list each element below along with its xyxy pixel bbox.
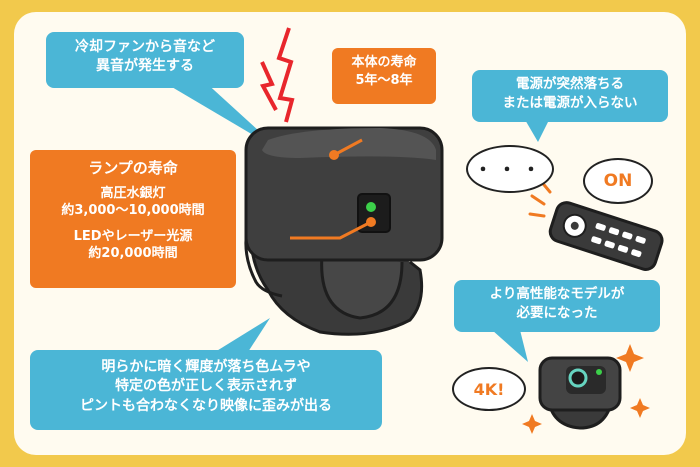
sparkle-icon <box>522 344 650 434</box>
noise-callout: 冷却ファンから音など 異音が発生する <box>46 32 244 88</box>
remote-control-icon <box>548 201 664 271</box>
upgrade-callout: より高性能なモデルが 必要になった <box>454 280 660 332</box>
upgrade-callout-tail <box>492 330 528 362</box>
mercury-lamp-hours: 約3,000〜10,000時間 <box>61 203 205 219</box>
body-life-callout: 本体の寿命 5年〜8年 <box>332 48 436 104</box>
power-callout-tail <box>524 118 550 142</box>
on-bubble: ON <box>583 158 653 204</box>
body-life-connector <box>333 138 363 157</box>
lamp-connector <box>290 220 372 240</box>
lamp-life-heading: ランプの寿命 <box>88 159 178 177</box>
upgrade-callout-line2: 必要になった <box>516 304 598 321</box>
lightning-icon <box>259 27 295 123</box>
image-quality-callout: 明らかに暗く輝度が落ち色ムラや 特定の色が正しく表示されず ピントも合わなくなり… <box>30 350 382 430</box>
thinking-bubble: ・・・ <box>466 145 554 193</box>
power-callout-line1: 電源が突然落ちる <box>516 76 624 92</box>
led-laser-label: LEDやレーザー光源 <box>73 228 193 244</box>
image-callout-line1: 明らかに暗く輝度が落ち色ムラや <box>101 359 311 375</box>
body-life-years: 5年〜8年 <box>355 72 413 88</box>
upgrade-callout-line1: より高性能なモデルが <box>489 286 625 302</box>
resolution-bubble: 4K! <box>452 367 526 411</box>
led-laser-hours: 約20,000時間 <box>88 246 178 262</box>
body-life-label: 本体の寿命 <box>351 55 417 70</box>
mercury-lamp-label: 高圧水銀灯 <box>100 185 166 201</box>
power-callout: 電源が突然落ちる または電源が入らない <box>472 70 668 122</box>
power-callout-line2: または電源が入らない <box>502 94 638 111</box>
image-callout-line2: 特定の色が正しく表示されず <box>115 378 297 395</box>
projector-illustration <box>244 126 444 336</box>
image-callout-tail <box>215 318 270 352</box>
noise-callout-line2: 異音が発生する <box>96 58 194 75</box>
noise-callout-line1: 冷却ファンから音など <box>75 39 215 55</box>
projector-icon <box>538 356 622 430</box>
lamp-life-callout: ランプの寿命 高圧水銀灯 約3,000〜10,000時間 LEDやレーザー光源 … <box>30 150 236 288</box>
image-callout-line3: ピントも合わなくなり映像に歪みが出る <box>80 397 332 414</box>
